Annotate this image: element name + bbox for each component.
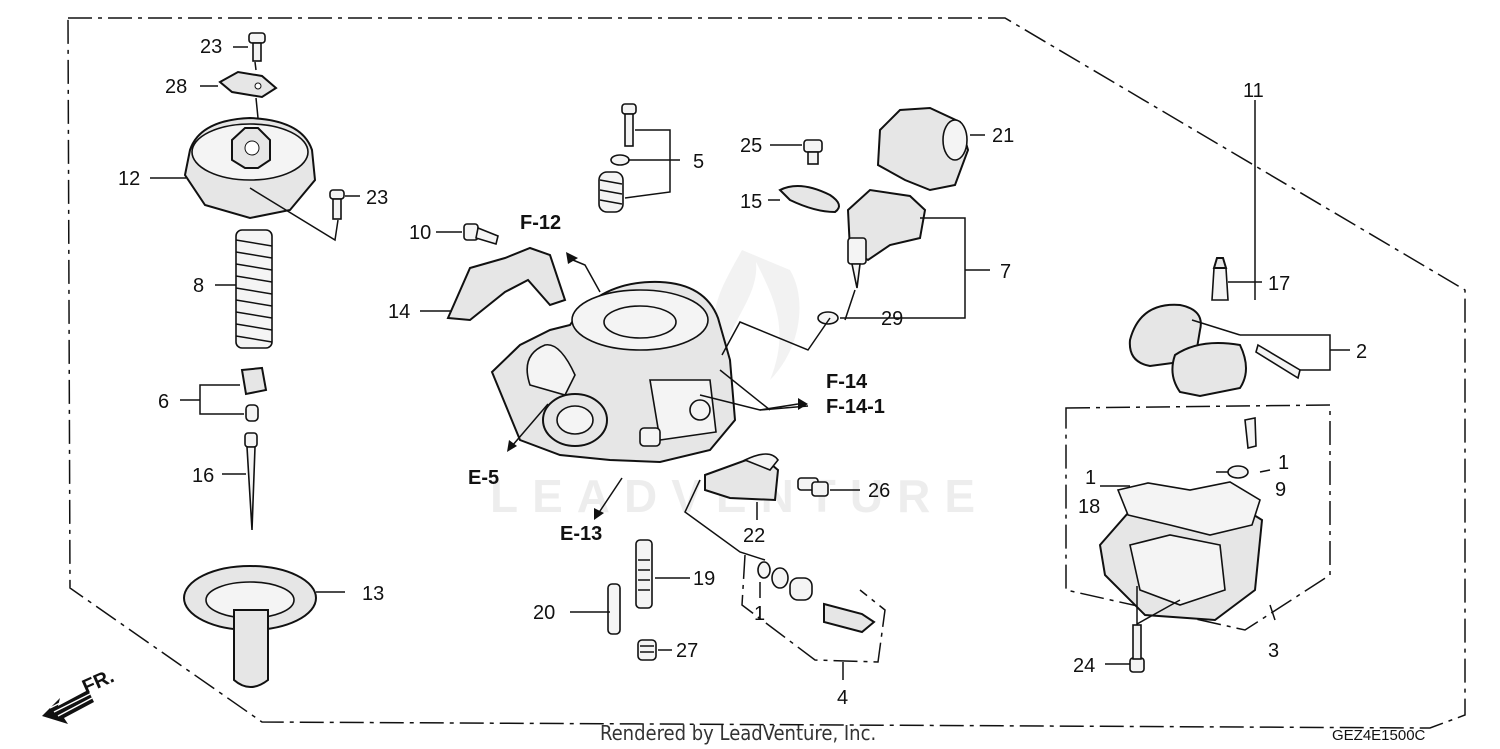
diaphragm-13 [183, 565, 317, 688]
choke-cap-21 [876, 106, 970, 192]
callout-23-side: 23 [366, 187, 388, 209]
callout-11: 11 [1243, 80, 1264, 102]
float-chamber-3 [1098, 481, 1264, 622]
callout-8: 8 [193, 275, 204, 297]
o-ring-29 [817, 311, 839, 325]
callout-23-top: 23 [200, 36, 222, 58]
rendered-by-credit: Rendered by LeadVenture, Inc. [600, 721, 876, 745]
callout-3: 3 [1268, 640, 1279, 662]
main-jet-27 [637, 639, 657, 661]
drain-screw-9 [1227, 417, 1257, 479]
ref-f-12: F-12 [520, 212, 561, 234]
callout-7: 7 [1000, 261, 1011, 283]
callout-4: 4 [837, 687, 848, 709]
callout-19: 19 [693, 568, 715, 590]
bracket-14 [446, 246, 567, 322]
screw-25 [803, 139, 823, 165]
callout-17: 17 [1268, 273, 1290, 295]
ref-e-5: E-5 [468, 467, 499, 489]
callout-12: 12 [118, 168, 140, 190]
front-direction-arrow: FR. [42, 665, 117, 724]
reference-arrows [507, 252, 808, 520]
ref-e-13: E-13 [560, 523, 602, 545]
pilot-screw-set-1 [757, 561, 876, 634]
callout-28: 28 [165, 76, 187, 98]
needle-jet-19 [635, 539, 653, 609]
callout-13: 13 [362, 583, 384, 605]
callout-9: 9 [1275, 479, 1286, 501]
slow-jet-20 [607, 583, 621, 635]
callout-24: 24 [1073, 655, 1095, 677]
callout-10: 10 [409, 222, 431, 244]
direction-label-fr: FR. [79, 665, 117, 698]
auto-choke-7 [846, 188, 927, 289]
screw-24 [1129, 624, 1145, 673]
callout-26: 26 [868, 480, 890, 502]
callout-18: 18 [1078, 496, 1100, 518]
ref-f-14: F-14 [826, 371, 868, 393]
callout-21: 21 [992, 125, 1014, 147]
float-valve-17 [1211, 257, 1229, 301]
float-2 [1128, 303, 1247, 398]
diagram-code: GEZ4E1500C [1332, 727, 1426, 744]
callout-1-drain: 1 [1278, 452, 1289, 474]
top-cover-12 [183, 116, 317, 220]
callout-14: 14 [388, 301, 410, 323]
callout-5: 5 [693, 151, 704, 173]
reference-labels: F-12 F-14 F-14-1 E-5 E-13 [468, 212, 885, 545]
callout-labels: 23 28 12 23 8 6 16 13 10 14 5 25 15 21 7… [118, 36, 1367, 709]
callout-29: 29 [881, 308, 903, 330]
callout-1-gasket: 1 [1085, 467, 1096, 489]
carburetor-body [490, 280, 737, 464]
bracket-28 [218, 70, 278, 99]
assembly-boundary [67, 17, 1466, 729]
float-chamber-group-boundary [1065, 404, 1331, 631]
jet-needle-16 [244, 432, 258, 531]
callout-27: 27 [676, 640, 698, 662]
needle-clip-6 [240, 366, 268, 422]
callout-16: 16 [192, 465, 214, 487]
float-pin [1255, 343, 1301, 380]
screw-10 [463, 223, 499, 246]
callout-2: 2 [1356, 341, 1367, 363]
ref-f-14-1: F-14-1 [826, 396, 885, 418]
throttle-screw-5 [598, 103, 637, 213]
screw-23-top [248, 32, 266, 62]
callout-20: 20 [533, 602, 555, 624]
callout-6: 6 [158, 391, 169, 413]
callout-1-pilot: 1 [754, 603, 765, 625]
callout-15: 15 [740, 191, 762, 213]
callout-25: 25 [740, 135, 762, 157]
cable-holder-22 [704, 453, 780, 502]
screw-23-side [329, 189, 345, 220]
spring-8 [235, 229, 273, 349]
clamp-15 [778, 185, 840, 214]
callout-22: 22 [743, 525, 765, 547]
screw-26 [797, 477, 829, 497]
